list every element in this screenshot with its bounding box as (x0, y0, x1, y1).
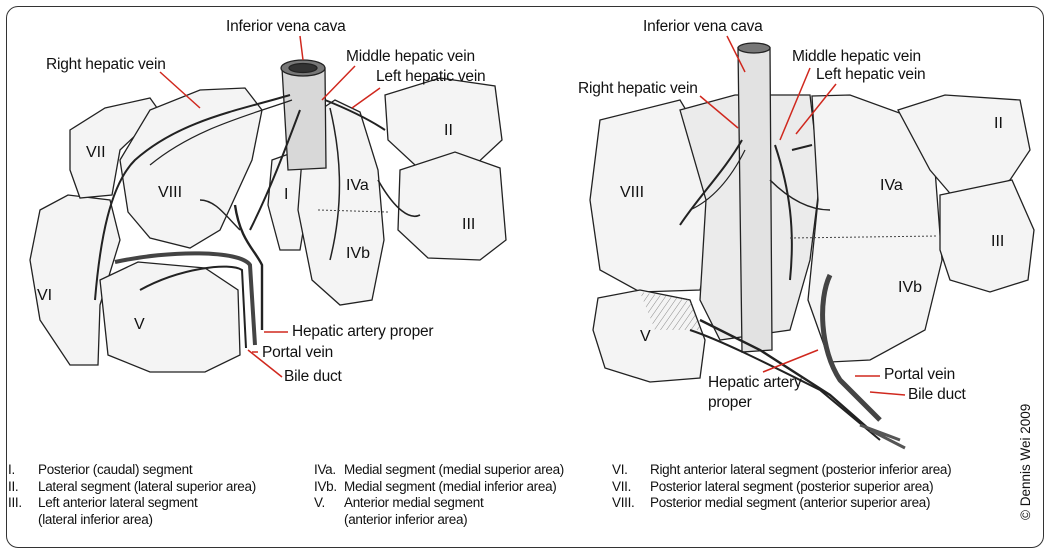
left-label-bile-duct: Bile duct (284, 368, 342, 386)
legend-item-text: (lateral inferior area) (38, 512, 153, 529)
copyright-notice: © Dennis Wei 2009 (1018, 404, 1033, 520)
right-segment-label-v: V (640, 328, 651, 346)
legend-item-number: V. (314, 495, 344, 512)
left-label-hepatic-artery-proper: Hepatic artery proper (292, 323, 433, 341)
left-segment-v-shape (100, 262, 240, 372)
left-segment-label-i: I (284, 186, 288, 204)
legend-item-number: VII. (612, 479, 650, 496)
left-segment-label-iii: III (462, 216, 475, 234)
left-label-inferior-vena-cava: Inferior vena cava (226, 18, 346, 36)
legend-item: V.Anterior medial segment (314, 495, 564, 512)
legend-item-text: Posterior lateral segment (posterior sup… (650, 479, 933, 496)
left-segment-label-ii: II (444, 122, 453, 140)
legend-item: II.Lateral segment (lateral superior are… (8, 479, 256, 496)
right-segment-label-iva: IVa (880, 177, 903, 195)
legend-column-1: I.Posterior (caudal) segment II.Lateral … (8, 462, 256, 528)
legend-item-number: III. (8, 495, 38, 512)
left-ivc-shape (282, 68, 326, 170)
legend-item: I.Posterior (caudal) segment (8, 462, 256, 479)
legend-item: IVb.Medial segment (medial inferior area… (314, 479, 564, 496)
legend-item: VII.Posterior lateral segment (posterior… (612, 479, 951, 496)
right-label-right-hepatic-vein: Right hepatic vein (578, 80, 698, 98)
legend-item-number (8, 512, 38, 529)
legend-column-3: VI.Right anterior lateral segment (poste… (612, 462, 951, 512)
left-label-portal-vein: Portal vein (262, 344, 333, 362)
legend-item-number: II. (8, 479, 38, 496)
legend-item: (anterior inferior area) (314, 512, 564, 529)
left-segment-iii-shape (398, 152, 506, 260)
legend-item-text: Lateral segment (lateral superior area) (38, 479, 256, 496)
legend-item-text: Medial segment (medial inferior area) (344, 479, 557, 496)
legend-item-number: IVa. (314, 462, 344, 479)
legend-item-number: I. (8, 462, 38, 479)
right-segment-label-ivb: IVb (898, 279, 922, 297)
legend-item-text: Anterior medial segment (344, 495, 483, 512)
left-segment-label-viii: VIII (158, 184, 182, 202)
legend-item-text: Posterior medial segment (anterior super… (650, 495, 930, 512)
left-label-right-hepatic-vein: Right hepatic vein (46, 56, 166, 74)
legend-item-text: Posterior (caudal) segment (38, 462, 192, 479)
left-segment-label-vi: VI (37, 287, 52, 305)
legend-item-number: VI. (612, 462, 650, 479)
legend-item: VI.Right anterior lateral segment (poste… (612, 462, 951, 479)
left-liver-drawing (30, 60, 506, 372)
right-segment-iii-shape (940, 180, 1034, 292)
legend-item: III.Left anterior lateral segment (8, 495, 256, 512)
legend-item-text: Right anterior lateral segment (posterio… (650, 462, 951, 479)
left-segment-label-ivb: IVb (346, 245, 370, 263)
legend-item-text: Left anterior lateral segment (38, 495, 197, 512)
right-segment-label-iii: III (991, 233, 1004, 251)
legend-item: IVa.Medial segment (medial superior area… (314, 462, 564, 479)
right-ivc-shape (738, 48, 772, 352)
legend-item-number (314, 512, 344, 529)
left-label-left-hepatic-vein: Left hepatic vein (376, 68, 485, 86)
right-segment-label-ii: II (994, 115, 1003, 133)
legend-item-text: (anterior inferior area) (344, 512, 467, 529)
legend-item-number: VIII. (612, 495, 650, 512)
right-label-hepatic-artery-line2: proper (708, 394, 752, 412)
right-label-hepatic-artery-line1: Hepatic artery (708, 374, 802, 392)
legend-item: (lateral inferior area) (8, 512, 256, 529)
left-segment-label-iva: IVa (346, 177, 369, 195)
legend-item-text: Medial segment (medial superior area) (344, 462, 564, 479)
right-label-bile-duct: Bile duct (908, 386, 966, 404)
right-label-middle-hepatic-vein: Middle hepatic vein (792, 48, 921, 66)
left-segment-label-v: V (134, 316, 145, 334)
right-label-inferior-vena-cava: Inferior vena cava (643, 18, 763, 36)
legend-item: VIII.Posterior medial segment (anterior … (612, 495, 951, 512)
right-label-left-hepatic-vein: Left hepatic vein (816, 66, 925, 84)
legend-item-number: IVb. (314, 479, 344, 496)
right-segment-label-viii: VIII (620, 184, 644, 202)
legend-column-2: IVa.Medial segment (medial superior area… (314, 462, 564, 528)
left-label-middle-hepatic-vein: Middle hepatic vein (346, 48, 475, 66)
left-segment-label-vii: VII (86, 144, 106, 162)
right-label-portal-vein: Portal vein (884, 366, 955, 384)
